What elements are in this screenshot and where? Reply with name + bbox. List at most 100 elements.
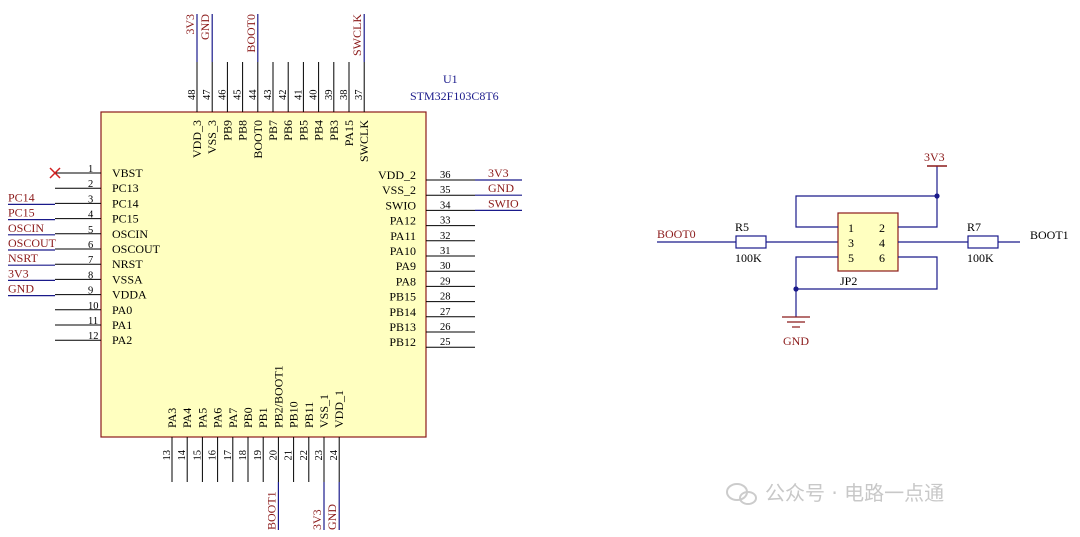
pin-number: 1: [88, 164, 93, 175]
net-label: GND: [8, 282, 34, 296]
pin-number: 28: [440, 292, 451, 303]
pin-number: 15: [192, 450, 203, 461]
pin-name: PB0: [241, 407, 255, 428]
r5-ref: R5: [735, 220, 749, 234]
pin-number: 33: [440, 216, 451, 227]
pin-name: PB8: [236, 120, 250, 141]
pin-name: VDD_3: [190, 120, 204, 158]
pin-name: BOOT0: [251, 120, 265, 159]
pin-number: 6: [88, 240, 93, 251]
pin-name: PA0: [112, 303, 132, 317]
pin-number: 14: [177, 449, 188, 460]
pin-number: 32: [440, 231, 451, 242]
ground-symbol: [782, 316, 810, 328]
pin-number: 3: [88, 194, 93, 205]
pin-name: VSS_1: [317, 394, 331, 428]
pin-name: PB4: [312, 120, 326, 141]
net-label: NSRT: [8, 251, 39, 265]
pin-number: 40: [309, 90, 320, 101]
mcu-part: STM32F103C8T6: [410, 89, 499, 103]
pin-number: 31: [440, 246, 451, 257]
no-connect-mark: [49, 167, 61, 179]
pin-name: PA6: [211, 408, 225, 428]
resistor-r7: [967, 235, 999, 249]
pin-number: 11: [88, 316, 98, 327]
pin-number: 22: [299, 450, 310, 461]
mcu-designator: U1: [443, 72, 458, 86]
pin-number: 5: [88, 225, 93, 236]
pin-number: 19: [253, 450, 264, 461]
pin-number: 47: [202, 90, 213, 101]
boot-circuit: BOOT0 R5 100K 1 2 3 4 5 6 JP2 3V3: [657, 150, 1069, 348]
pin-number: 7: [88, 255, 93, 266]
pin-number: 35: [440, 185, 451, 196]
mcu-body: [100, 111, 427, 438]
net-label: OSCIN: [8, 221, 44, 235]
pin-name: PB11: [302, 402, 316, 428]
pin-number: 42: [278, 90, 289, 101]
r5-value: 100K: [735, 251, 762, 265]
net-label: SWCLK: [350, 14, 364, 56]
pin-name: VDD_1: [332, 390, 346, 428]
pin-number: 24: [329, 449, 340, 460]
net-label: 3V3: [8, 266, 29, 280]
pin-name: PB1: [256, 407, 270, 428]
pin-name: PB9: [220, 120, 234, 141]
pin-number: 37: [354, 90, 365, 101]
pin-number: 9: [88, 286, 93, 297]
gnd-label: GND: [783, 334, 809, 348]
pin-number: 27: [440, 307, 451, 318]
net-label: OSCOUT: [8, 236, 57, 250]
r7-ref: R7: [967, 220, 981, 234]
pin-name: VBST: [112, 166, 143, 180]
pin-number: 4: [88, 210, 94, 221]
pin-name: NRST: [112, 257, 143, 271]
pin-number: 2: [88, 179, 93, 190]
pin-name: PC15: [112, 212, 139, 226]
pin-name: PA1: [112, 318, 132, 332]
pin-number: 48: [187, 90, 198, 101]
pin-number: 16: [208, 450, 219, 461]
pin-name: PB6: [281, 120, 295, 141]
pin-name: PB12: [389, 335, 416, 349]
boot0-net-label: BOOT0: [657, 227, 696, 241]
pin-name: SWCLK: [357, 120, 371, 162]
jp2-pin-2: 2: [879, 221, 885, 235]
pin-number: 20: [268, 450, 279, 461]
pin-name: PA10: [390, 244, 416, 258]
resistor-r5: [735, 235, 767, 249]
pin-name: PB15: [389, 290, 416, 304]
net-label: 3V3: [310, 509, 324, 530]
pin-name: PA15: [342, 120, 356, 146]
pin-name: SWIO: [385, 198, 416, 212]
pin-number: 25: [440, 337, 451, 348]
pins-bottom: 13PA314PA415PA516PA617PA718PB019PB120PB2…: [162, 365, 346, 530]
pin-number: 17: [223, 450, 234, 461]
pin-name: PA9: [396, 259, 416, 273]
jp2-pin-1: 1: [848, 221, 854, 235]
jp2-pin-4: 4: [879, 236, 885, 250]
net-label: BOOT0: [244, 14, 258, 53]
jp2-pin-6: 6: [879, 251, 885, 265]
pin-number: 30: [440, 261, 451, 272]
pin-number: 38: [339, 90, 350, 101]
pin-name: OSCOUT: [112, 242, 161, 256]
pin-number: 34: [440, 200, 451, 211]
watermark-text: 公众号 · 电路一点通: [765, 481, 944, 505]
pin-number: 43: [263, 90, 274, 101]
pin-number: 21: [284, 450, 295, 461]
pin-name: VDDA: [112, 288, 147, 302]
pin-number: 36: [440, 170, 451, 181]
r7-value: 100K: [967, 251, 994, 265]
pin-name: PC14: [112, 196, 139, 210]
net-label: 3V3: [488, 166, 509, 180]
jp2-pin-3: 3: [848, 236, 854, 250]
pin-name: PA11: [390, 229, 416, 243]
net-label: GND: [325, 504, 339, 530]
pin-name: PB2/BOOT1: [271, 365, 285, 428]
pin-name: PA5: [195, 408, 209, 428]
net-label: GND: [198, 14, 212, 40]
pin-name: PB3: [327, 120, 341, 141]
